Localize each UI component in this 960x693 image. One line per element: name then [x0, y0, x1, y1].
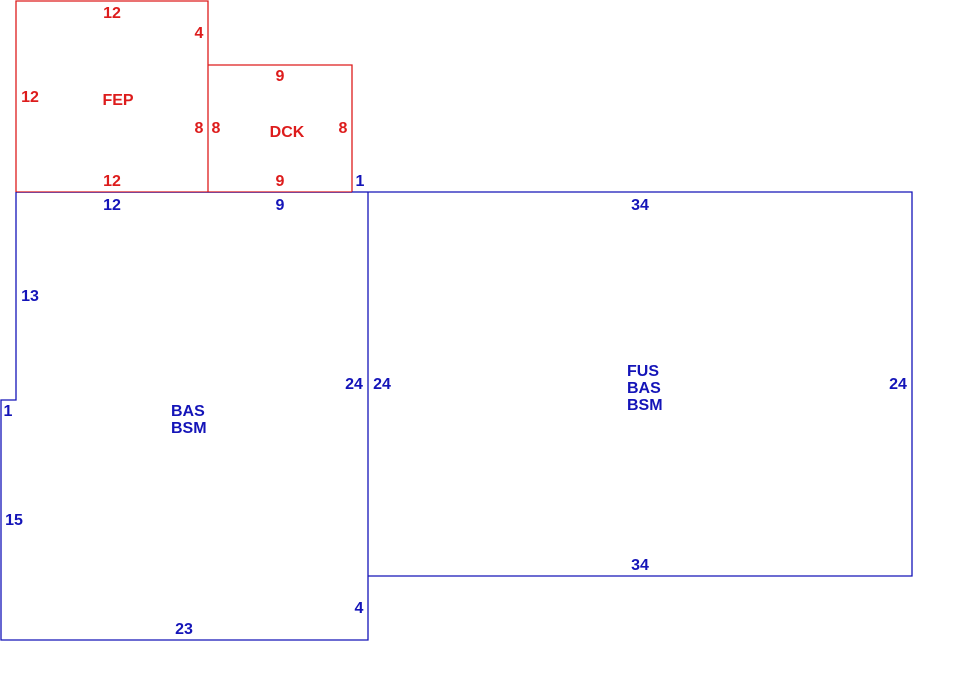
west-dim-top-a: 12 [103, 197, 121, 214]
west-code-2: BSM [171, 420, 207, 437]
west-dim-bottom: 23 [175, 621, 193, 638]
east-code-3: BSM [627, 397, 663, 414]
east-dim-left: 24 [373, 376, 391, 393]
east-code-1: FUS [627, 363, 659, 380]
east-dim-top: 34 [631, 197, 649, 214]
east-dim-right: 24 [889, 376, 907, 393]
fep-dim-bottom: 12 [103, 173, 121, 190]
west-dim-top-b: 9 [276, 197, 285, 214]
east-area [352, 191, 913, 577]
west-dim-left-upper: 13 [21, 288, 39, 305]
dck-area [16, 64, 353, 193]
west-code-1: BAS [171, 403, 205, 420]
dck-dim-right: 8 [339, 120, 348, 137]
fep-area [15, 0, 209, 192]
dck-code-label: DCK [270, 124, 305, 141]
dck-dim-top: 9 [276, 68, 285, 85]
fep-dim-top: 12 [103, 5, 121, 22]
west-dim-right-lower: 4 [355, 600, 364, 617]
fep-dim-right: 8 [195, 120, 204, 137]
fep-code-label: FEP [102, 92, 133, 109]
east-outline [368, 191, 913, 577]
fep-outline [15, 0, 209, 192]
dck-dim-left: 8 [212, 120, 221, 137]
east-code-2: BAS [627, 380, 661, 397]
west-dim-right: 24 [345, 376, 363, 393]
fep-dim-left: 12 [21, 89, 39, 106]
west-dim-step: 1 [4, 403, 13, 420]
connector-dim: 1 [356, 173, 365, 190]
fep-dim-jog: 4 [195, 25, 204, 42]
east-dim-bottom: 34 [631, 557, 649, 574]
west-outline [0, 192, 369, 641]
west-dim-left-lower: 15 [5, 512, 23, 529]
dck-outline [208, 64, 353, 192]
west-area [0, 192, 369, 641]
dck-dim-bottom: 9 [276, 173, 285, 190]
